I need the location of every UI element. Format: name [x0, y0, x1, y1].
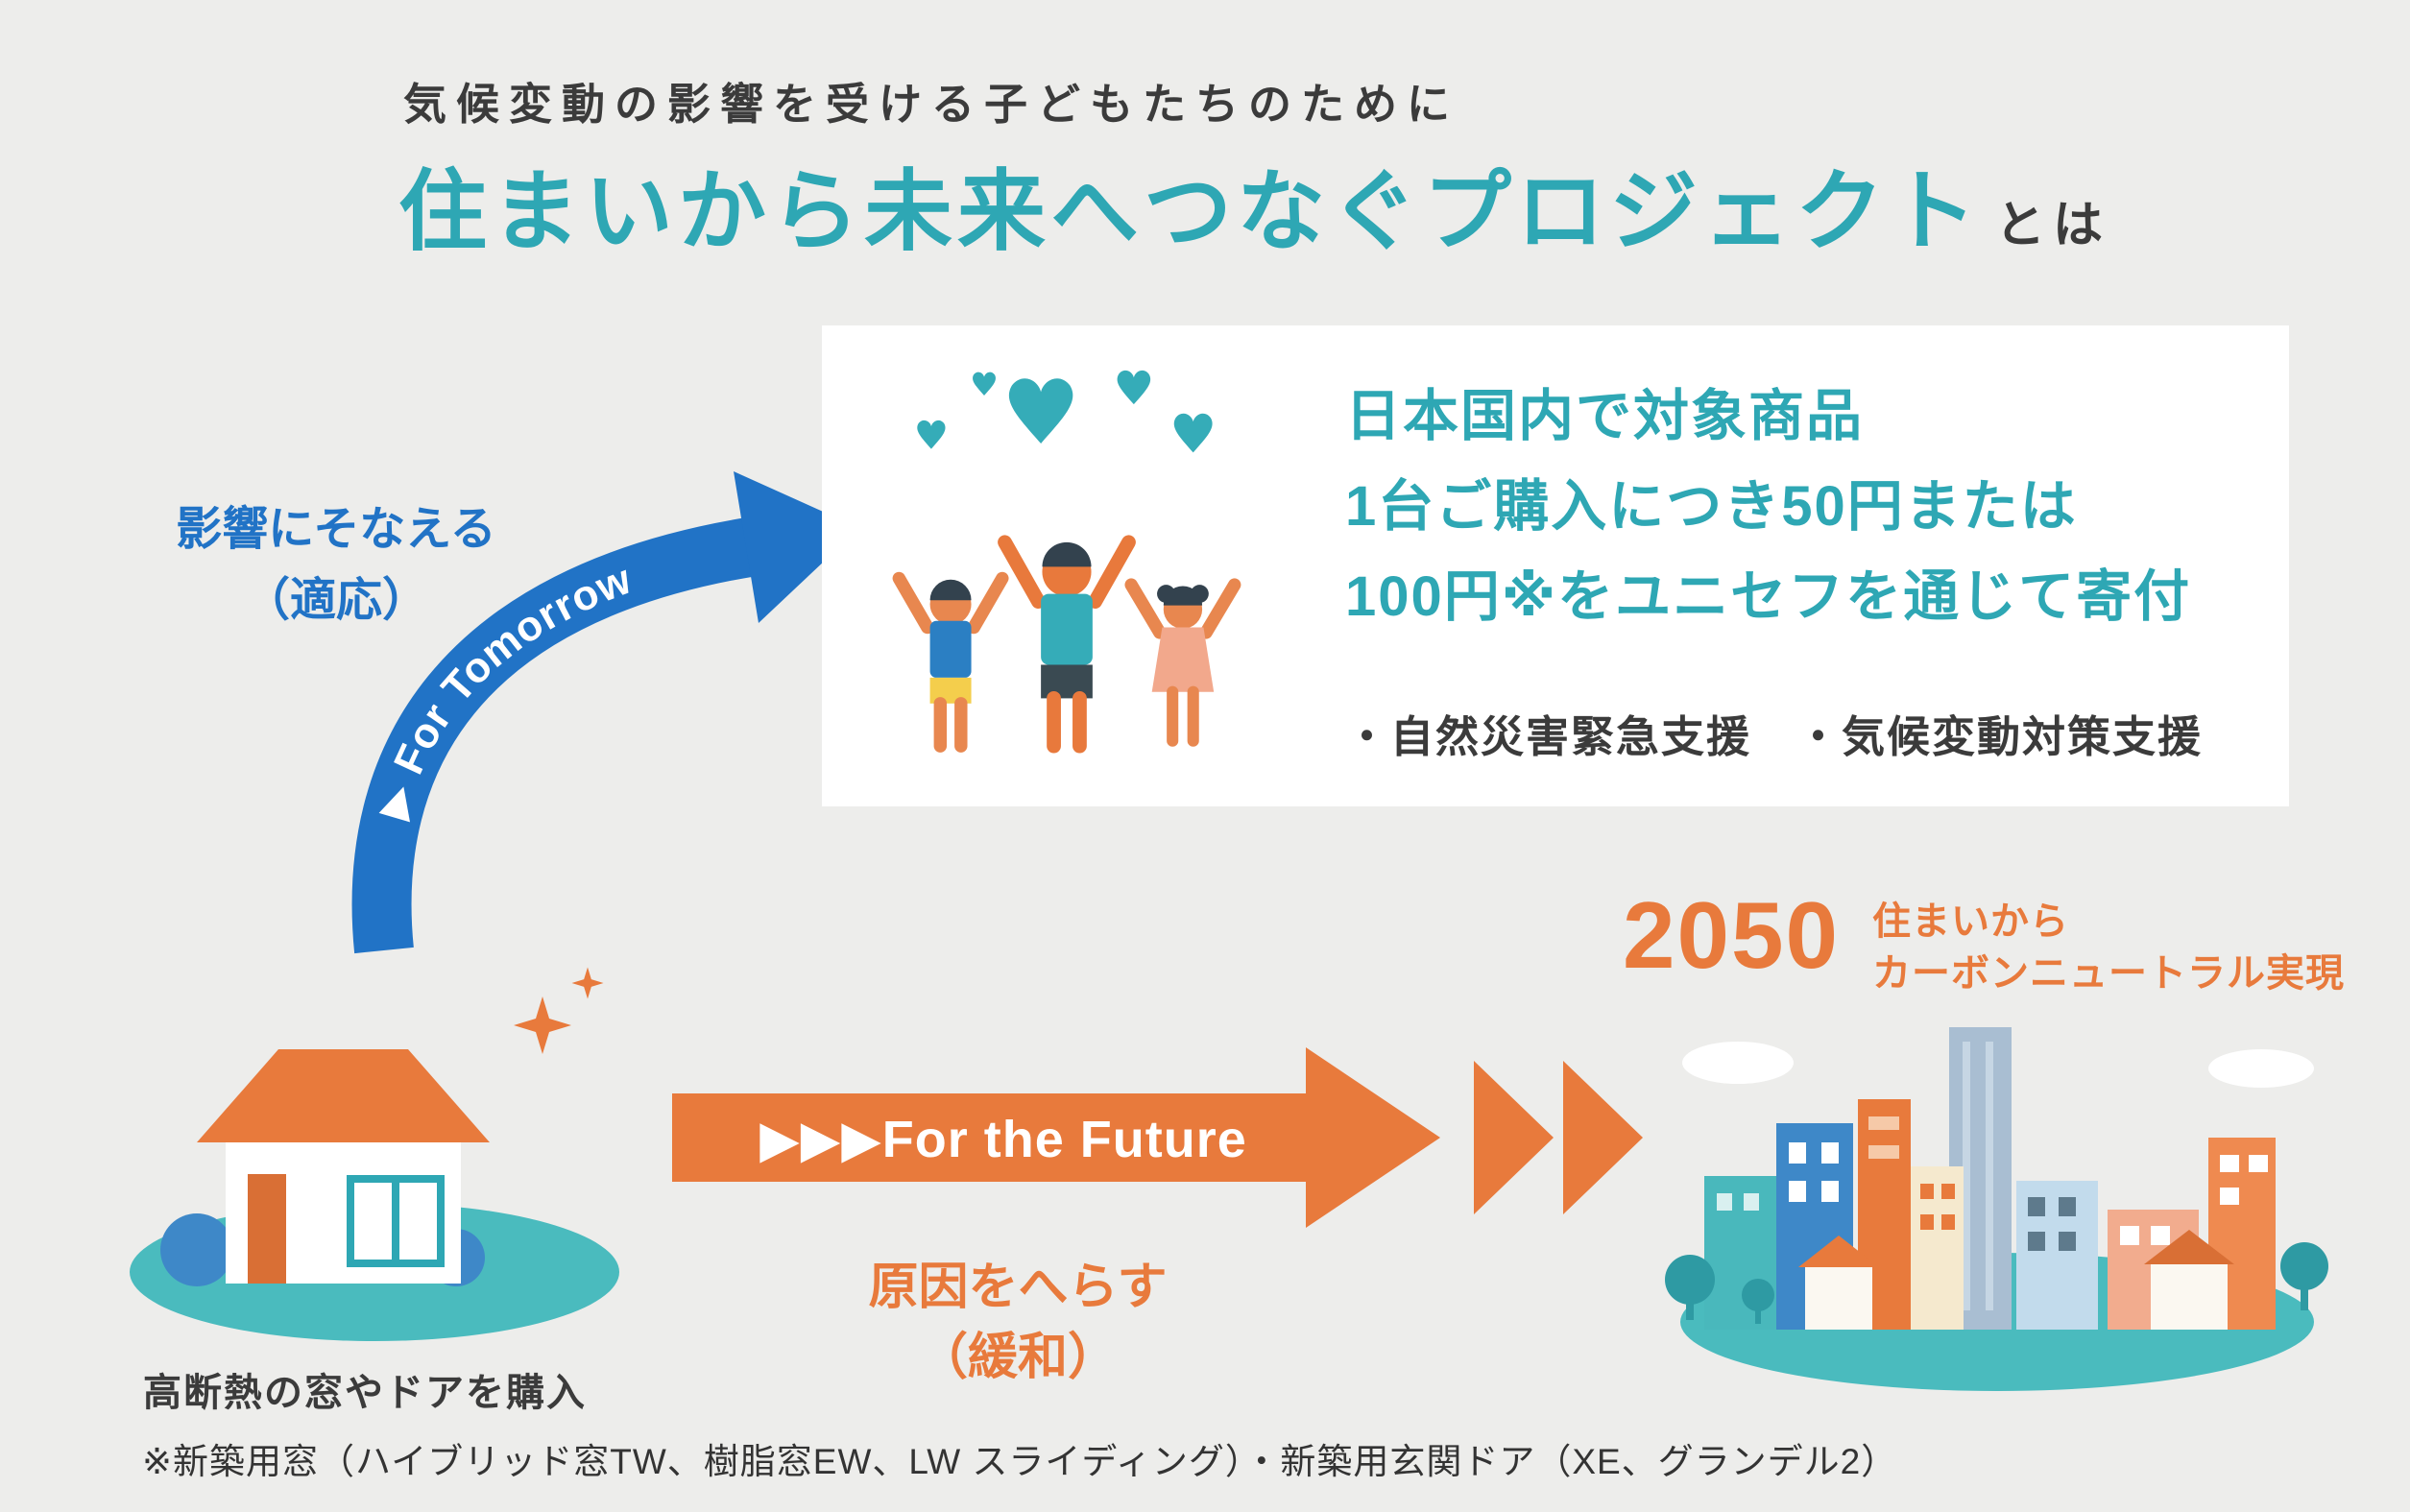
mitigation-label-line1: 原因をへらす [868, 1260, 1168, 1315]
for-the-future-arrow [672, 1047, 1643, 1228]
house-caption: 高断熱の窓やドアを購入 [143, 1372, 587, 1414]
donation-text: 日本国内で対象商品 1台ご購入につき50円または 100円※をユニセフを通じて寄… [1345, 372, 2257, 642]
hearts-icon [917, 370, 1213, 453]
future-goal-line1: 住まいから [1872, 900, 2070, 943]
header-subtitle: 気候変動の影響を受ける子どもたちのために [403, 80, 1460, 129]
adaptation-label-line2: （適応） [243, 575, 428, 627]
child-middle [998, 535, 1136, 754]
for-tomorrow-arrow: ▶ For Tomorrow [351, 471, 859, 954]
chevron-icon [1474, 1061, 1554, 1214]
tree-icon [1665, 1242, 2328, 1324]
window-icon [347, 1175, 445, 1267]
buildings [1704, 1027, 2276, 1330]
house-body [197, 1049, 490, 1284]
footnote: ※新築用窓（ハイブリッド窓TW、樹脂窓EW、LW スライディング）・新築用玄関ド… [142, 1442, 1898, 1481]
curved-arrow-label: ▶ For Tomorrow [369, 555, 639, 824]
child-right [1124, 578, 1241, 747]
donation-line1: 日本国内で対象商品 [1345, 385, 1865, 447]
front-house [1798, 1236, 1879, 1330]
front-house [2144, 1230, 2234, 1330]
donation-line3: 100円※をユニセフを通じて寄付 [1345, 564, 2192, 628]
year-2050: 2050 [1623, 882, 1841, 988]
mitigation-label: 原因をへらす （緩和） [730, 1253, 1306, 1393]
adaptation-label-line1: 影響にそなえる [176, 504, 496, 555]
page-title-suffix: とは [1995, 198, 2111, 253]
straight-arrow-head-icon [1306, 1047, 1440, 1228]
page-title: 住まいから未来へつなぐプロジェクトとは [398, 140, 2110, 268]
children-illustration [892, 370, 1241, 754]
mitigation-label-line2: （緩和） [917, 1329, 1118, 1385]
curved-arrow-shaft [351, 517, 755, 954]
future-goal-block: 2050 住まいから カーボンニュートラル実現 [1623, 888, 2345, 999]
door-icon [248, 1174, 286, 1284]
straight-arrow-shaft [672, 1093, 1306, 1182]
roof-icon [197, 1049, 490, 1142]
cloud-icon [1682, 1042, 1794, 1084]
donation-box: 日本国内で対象商品 1台ご購入につき50円または 100円※をユニセフを通じて寄… [822, 325, 2289, 806]
child-left [892, 571, 1009, 753]
city-illustration [1665, 1027, 2328, 1391]
donation-line2: 1台ご購入につき50円または [1345, 474, 2078, 538]
sparkle-icon [514, 967, 604, 1054]
straight-arrow-label: ▶▶▶For the Future [759, 1110, 1247, 1168]
adaptation-label: 影響にそなえる （適応） [125, 494, 547, 637]
page-title-main: 住まいから未来へつなぐプロジェクト [398, 163, 1983, 261]
curved-arrow-head-icon [734, 471, 859, 623]
bush-left-icon [160, 1213, 233, 1286]
future-goal-text: 住まいから カーボンニュートラル実現 [1872, 896, 2345, 999]
chevron-icon [1563, 1061, 1643, 1214]
cloud-icon [2208, 1049, 2314, 1088]
support-items: ・自然災害緊急支援 ・気候変動対策支援 [1345, 712, 2204, 761]
house-illustration [130, 967, 619, 1341]
future-goal-line2: カーボンニュートラル実現 [1872, 952, 2346, 995]
